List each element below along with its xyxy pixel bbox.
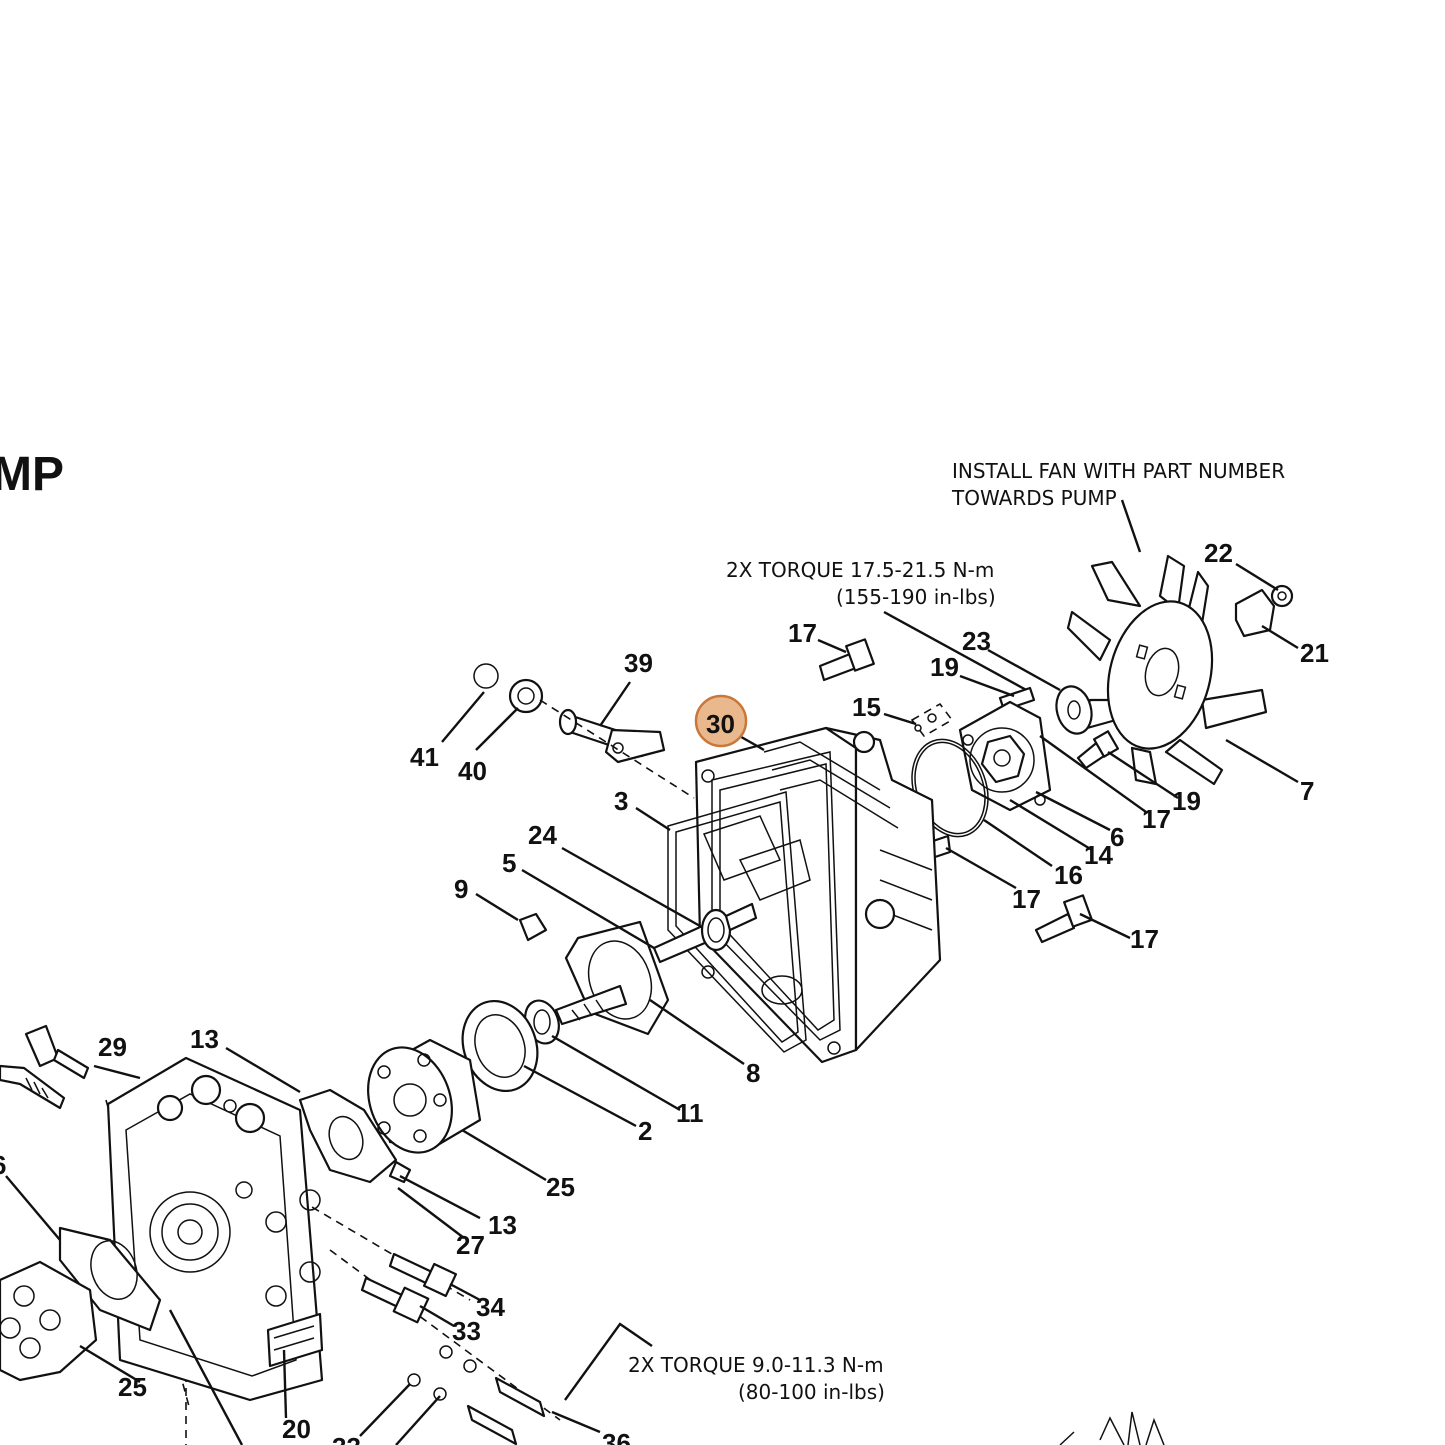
callout-labels: 22 21 17 23 19 15 39 41 40 7 19 17 6 14 … — [0, 538, 1329, 1445]
callout-34: 34 — [476, 1292, 505, 1322]
callout-17a: 17 — [788, 618, 817, 648]
callout-33: 33 — [452, 1316, 481, 1346]
callout-6: 6 — [1110, 822, 1124, 852]
callout-41: 41 — [410, 742, 439, 772]
callout-19b: 19 — [1172, 786, 1201, 816]
callout-39: 39 — [624, 648, 653, 678]
pump-housing — [694, 726, 942, 1064]
control-arm — [473, 663, 666, 764]
callout-29: 29 — [98, 1032, 127, 1062]
callout-25a: 25 — [546, 1172, 575, 1202]
callout-30-label: 30 — [706, 709, 735, 739]
callout-8: 8 — [746, 1058, 760, 1088]
callout-40: 40 — [458, 756, 487, 786]
fan-note-line-2: TOWARDS PUMP — [951, 486, 1117, 510]
check-valves-left — [0, 1024, 90, 1110]
callout-20: 20 — [282, 1414, 311, 1444]
torque-note-2-line-2: (80-100 in-lbs) — [738, 1380, 885, 1404]
page-title: MP — [0, 448, 64, 501]
callout-13b: 13 — [488, 1210, 517, 1240]
cooling-fan — [1066, 554, 1268, 786]
callout-14: 14 — [1084, 840, 1113, 870]
callout-7: 7 — [1300, 776, 1314, 806]
callout-36: 36 — [602, 1428, 631, 1445]
callout-2: 2 — [638, 1116, 652, 1146]
callout-16: 16 — [1054, 860, 1083, 890]
callout-23: 23 — [962, 626, 991, 656]
callout-5: 5 — [502, 848, 516, 878]
partial-fan-bottom-right — [1059, 1411, 1165, 1445]
callout-13a: 13 — [190, 1024, 219, 1054]
callout-9: 9 — [454, 874, 468, 904]
highlight-callout-30[interactable]: 30 — [694, 694, 748, 748]
callout-leaders — [5, 562, 1299, 1445]
callout-17b: 17 — [1142, 804, 1171, 834]
callout-6-left: 6 — [0, 1150, 6, 1180]
center-section — [106, 1056, 324, 1402]
callout-17c: 17 — [1012, 884, 1041, 914]
bearing-and-thrust-plate — [461, 999, 560, 1093]
callout-33-bottom: 33 — [332, 1432, 361, 1445]
key — [518, 912, 548, 942]
dowel-pins — [910, 702, 954, 738]
callout-22: 22 — [1204, 538, 1233, 568]
callout-17d: 17 — [1130, 924, 1159, 954]
torque-note-2-line-1: 2X TORQUE 9.0-11.3 N-m — [628, 1353, 884, 1377]
fan-note-line-1: INSTALL FAN WITH PART NUMBER — [952, 459, 1285, 483]
torque-note-1-line-2: (155-190 in-lbs) — [836, 585, 996, 609]
callout-27: 27 — [456, 1230, 485, 1260]
trunnion-plate — [298, 1088, 412, 1184]
note-leaders — [564, 499, 1142, 1401]
fan-hub-plate — [1234, 584, 1294, 638]
callout-25b: 25 — [118, 1372, 147, 1402]
housing-gasket — [667, 791, 807, 1053]
callout-11: 11 — [676, 1098, 704, 1128]
callout-24: 24 — [528, 820, 557, 850]
callout-15: 15 — [852, 692, 881, 722]
callout-19a: 19 — [930, 652, 959, 682]
cylinder-block-upper — [367, 1038, 482, 1154]
spacer-washer — [1055, 685, 1093, 735]
callout-21: 21 — [1300, 638, 1329, 668]
input-shaft-assembly — [554, 902, 758, 1036]
callout-3: 3 — [614, 786, 628, 816]
torque-note-1-line-1: 2X TORQUE 17.5-21.5 N-m — [726, 558, 994, 582]
bolts — [818, 638, 1120, 944]
swashplate-lower — [0, 1226, 162, 1382]
relief-valves — [360, 1252, 546, 1445]
